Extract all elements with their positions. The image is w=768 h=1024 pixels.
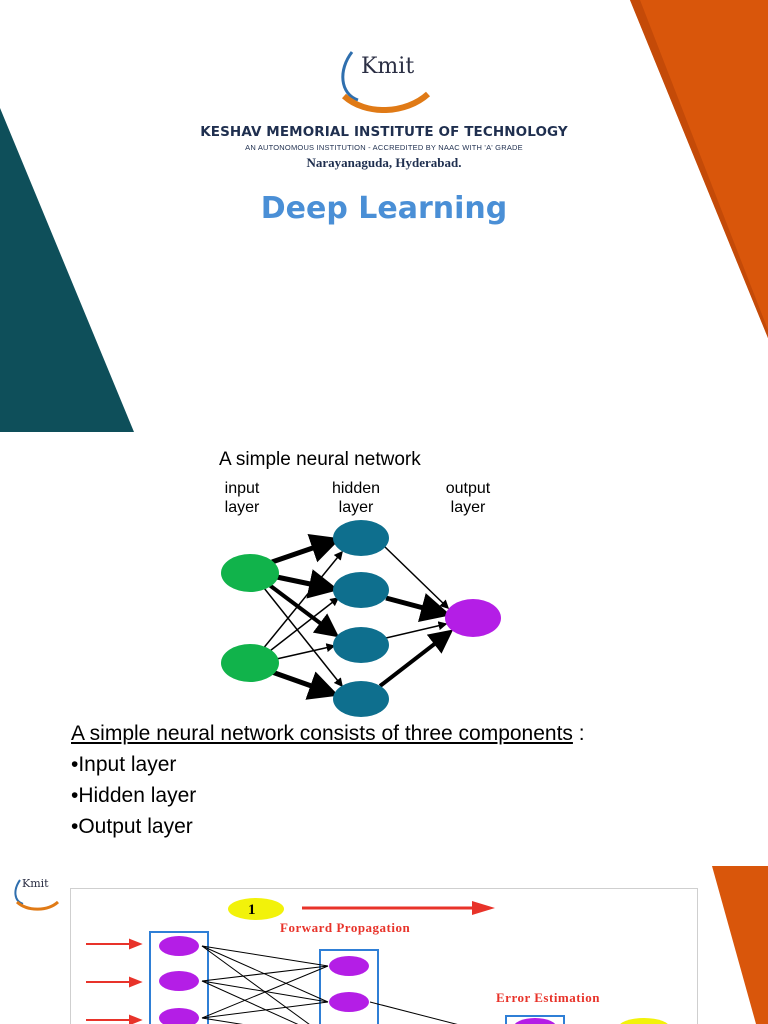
input-node-2 (221, 644, 279, 682)
description-colon: : (572, 722, 585, 745)
output-layer-label-line2: layer (450, 499, 486, 516)
hidden-node-3 (333, 627, 389, 663)
propagation-slide: Kmit 1 Forward Pr (0, 866, 768, 1024)
logo-text-small: Kmit (22, 877, 49, 890)
hidden-layer-label-line2: layer (338, 499, 374, 516)
output-layer-box (505, 1015, 565, 1024)
hidden-node-1 (333, 520, 389, 556)
description-line: A simple neural network consists of thre… (71, 718, 585, 749)
hidden-node-4 (333, 681, 389, 717)
edge-i2-h2 (265, 597, 340, 655)
edge-h2-o (385, 593, 451, 623)
figure-title: A simple neural network (219, 449, 421, 470)
neural-network-diagram (221, 520, 501, 717)
bp-hidden-node-2 (329, 992, 369, 1012)
output-node (445, 599, 501, 637)
bp-input-node-1 (159, 936, 199, 956)
input-layer-label-line1: input (224, 480, 260, 497)
bp-hidden-node-1 (329, 956, 369, 976)
edge-i1-h4 (263, 587, 343, 688)
error-estimation-label: Error Estimation (496, 990, 600, 1005)
output-layer-label-line1: output (445, 480, 491, 497)
forward-propagation-label: Forward Propagation (280, 920, 411, 935)
slide3-background-shapes (712, 866, 768, 1024)
bullet-hidden-layer: •Hidden layer (71, 784, 197, 807)
orange-shape-right (712, 866, 768, 1024)
neural-network-slide: A simple neural network input layer hidd… (0, 432, 768, 866)
description-lead: A simple neural network consists of thre… (71, 722, 573, 745)
edge-h3-o (385, 621, 448, 639)
step-badge (228, 898, 284, 920)
orange-shape-edge (630, 0, 768, 338)
logo-orange-swoosh (341, 91, 431, 113)
edge-i2-h4 (271, 669, 339, 700)
layer-connections (201, 945, 458, 1024)
input-arrows (86, 938, 143, 1024)
slide-background-shapes (0, 0, 768, 432)
teal-triangle-left (0, 108, 134, 432)
hidden-layer-label-line1: hidden (331, 480, 381, 497)
kmit-logo (341, 51, 431, 113)
edge-i2-h1 (261, 550, 343, 651)
input-layer-label-line2: layer (224, 499, 260, 516)
backpropagation-diagram (70, 888, 698, 1024)
hidden-layer-label: hidden layer (306, 479, 406, 517)
hidden-layer-box (319, 949, 379, 1024)
slide-title: Deep Learning (260, 191, 508, 226)
institute-name: KESHAV MEMORIAL INSTITUTE OF TECHNOLOGY (200, 124, 568, 140)
edge-i1-h1 (271, 533, 341, 565)
edge-i1-h2 (271, 569, 339, 599)
error-badge (620, 1018, 668, 1024)
bp-input-node-2 (159, 971, 199, 991)
input-node-1 (221, 554, 279, 592)
institute-location: Narayanaguda, Hyderabad. (306, 155, 462, 170)
bp-input-node-3 (159, 1008, 199, 1024)
output-layer-label: output layer (418, 479, 518, 517)
input-layer-box (149, 931, 209, 1024)
diagram-frame (70, 888, 698, 1024)
logo-text: Kmit (361, 54, 415, 79)
institute-subtitle: AN AUTONOMOUS INSTITUTION - ACCREDITED B… (245, 143, 523, 152)
bullet-input-layer: •Input layer (71, 753, 177, 776)
step-number: 1 (248, 902, 256, 918)
title-slide: Kmit KESHAV MEMORIAL INSTITUTE OF TECHNO… (0, 0, 768, 432)
kmit-logo-small (14, 879, 60, 911)
bullet-output-layer: •Output layer (71, 815, 193, 838)
edge-h4-o (378, 629, 454, 688)
forward-arrow-head (472, 901, 495, 915)
input-layer-label: input layer (192, 479, 292, 517)
logo-blue-swoosh (341, 51, 359, 102)
edge-i2-h3 (271, 643, 336, 661)
hidden-node-2 (333, 572, 389, 608)
edge-i1-h3 (266, 582, 340, 638)
bp-output-node (514, 1018, 556, 1024)
